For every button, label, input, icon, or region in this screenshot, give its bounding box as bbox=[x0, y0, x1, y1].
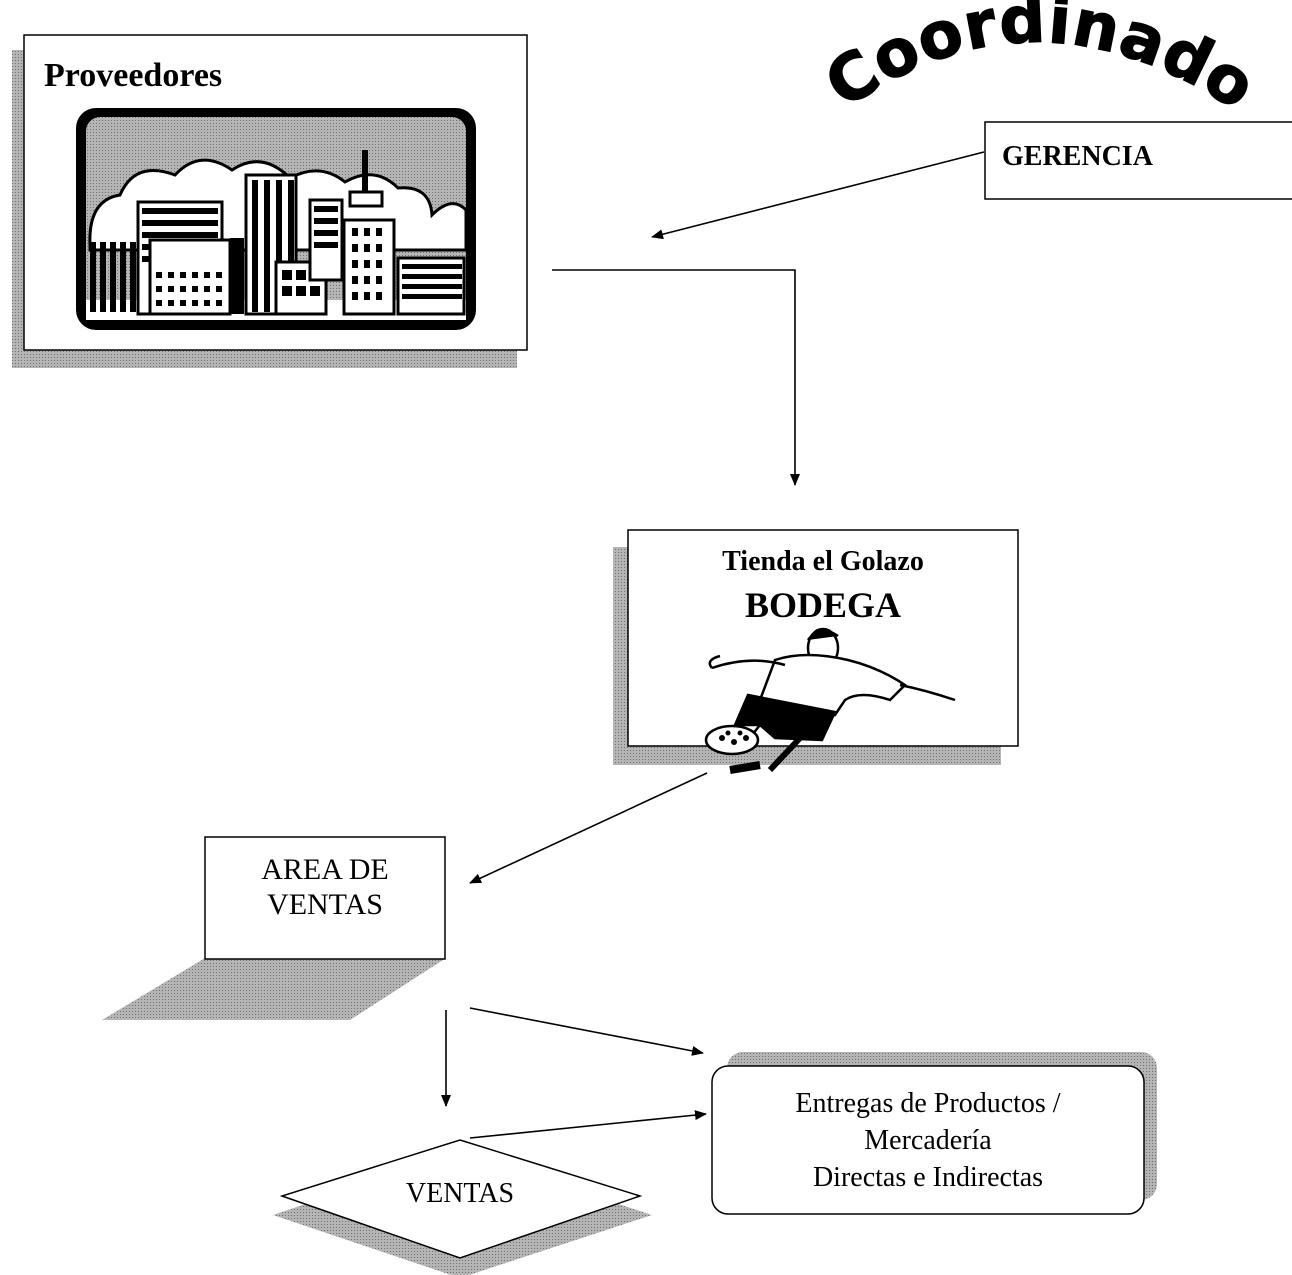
gerencia-node bbox=[984, 121, 1292, 200]
city-skyline-icon bbox=[76, 108, 476, 330]
area-ventas-node bbox=[102, 836, 446, 1020]
area-ventas-label-line1: AREA DE bbox=[261, 853, 389, 886]
entregas-label-line2: Mercadería bbox=[864, 1125, 992, 1156]
gerencia-label: GERENCIA bbox=[1002, 141, 1153, 172]
arrow-proveedores-to-tienda bbox=[552, 269, 800, 486]
entregas-label-line3: Directas e Indirectas bbox=[812, 1162, 1044, 1193]
soccer-player-icon bbox=[704, 627, 956, 774]
ventas-node bbox=[273, 1139, 652, 1275]
arrow-gerencia-to-flow bbox=[651, 151, 985, 240]
arrow-tienda-to-area-ventas bbox=[469, 772, 708, 884]
arrow-area-to-entregas bbox=[469, 1007, 704, 1056]
arrow-ventas-to-entregas bbox=[469, 1110, 707, 1139]
proveedores-title: Proveedores bbox=[44, 57, 223, 94]
entregas-label-line1: Entregas de Productos / bbox=[795, 1088, 1061, 1119]
entregas-node bbox=[711, 1052, 1157, 1215]
area-ventas-label-line2: VENTAS bbox=[267, 888, 383, 921]
ventas-label: VENTAS bbox=[405, 1178, 515, 1209]
bodega-subtitle: BODEGA bbox=[744, 585, 902, 625]
tienda-title: Tienda el Golazo bbox=[722, 546, 924, 577]
